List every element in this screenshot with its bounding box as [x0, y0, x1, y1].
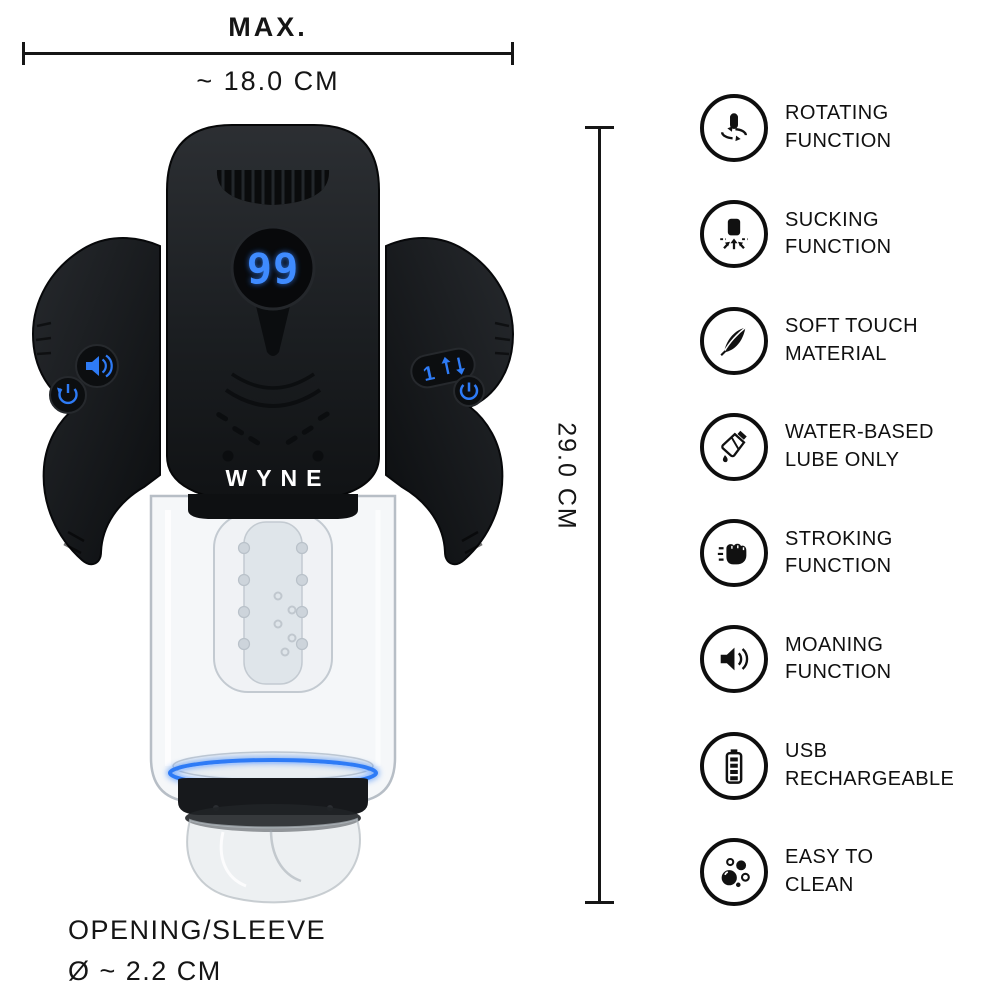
height-value: 29.0 CM: [552, 422, 581, 531]
feature-label-line: FUNCTION: [785, 555, 892, 578]
rotate-button-icon: [57, 384, 78, 405]
feature-label: MOANING FUNCTION: [785, 632, 892, 687]
feature-item-usb: USB RECHARGEABLE: [700, 731, 986, 800]
feature-label-line: MOANING: [785, 633, 884, 656]
feature-label-line: USB: [785, 740, 828, 763]
bubbles-icon: [700, 837, 768, 906]
feature-label-line: MATERIAL: [785, 342, 887, 365]
speaker-icon: [700, 625, 768, 694]
feature-item-sucking: SUCKING FUNCTION: [700, 200, 986, 269]
fist-icon: [700, 519, 768, 588]
rotating-icon: [700, 94, 768, 162]
power-icon: [459, 382, 479, 400]
feature-label-line: WATER-BASED: [785, 421, 934, 444]
width-dimension-line: [22, 42, 514, 65]
feature-label-line: LUBE ONLY: [785, 448, 900, 471]
feature-item-stroking: STROKING FUNCTION: [700, 519, 986, 588]
height-dimension-tick-top: [585, 126, 614, 129]
feature-item-moaning: MOANING FUNCTION: [700, 625, 986, 694]
feature-item-lube: WATER-BASED LUBE ONLY: [700, 412, 986, 481]
feature-label: USB RECHARGEABLE: [785, 738, 954, 793]
width-value: ~ 18.0 CM: [196, 66, 340, 96]
feature-label-line: SOFT TOUCH: [785, 314, 918, 337]
feature-label: SOFT TOUCH MATERIAL: [785, 313, 918, 368]
lube-tube-icon: [700, 412, 768, 481]
sleeve-texture-bumps: [237, 541, 309, 651]
feature-item-soft-touch: SOFT TOUCH MATERIAL: [700, 306, 986, 375]
feature-label: ROTATING FUNCTION: [785, 100, 892, 155]
sound-button[interactable]: [75, 344, 119, 388]
feature-label-line: STROKING: [785, 527, 893, 550]
feature-label: EASY TO CLEAN: [785, 844, 873, 899]
feature-label: STROKING FUNCTION: [785, 526, 893, 581]
max-label: MAX.: [228, 12, 308, 42]
led-display: 99 99: [230, 225, 316, 356]
opening-label: OPENING/SLEEVE Ø ~ 2.2 CM: [68, 910, 326, 991]
speed-arrows-icon: [441, 356, 465, 375]
feature-label-line: CLEAN: [785, 873, 854, 896]
led-value-glow: 99: [247, 244, 300, 293]
feature-label-line: FUNCTION: [785, 236, 892, 259]
rotate-button[interactable]: [49, 376, 87, 414]
battery-icon: [700, 731, 768, 800]
feature-label-line: RECHARGEABLE: [785, 767, 955, 790]
width-dimension: MAX. ~ 18.0 CM: [22, 12, 514, 97]
product-render: 99 99 WYNE 1: [32, 124, 514, 904]
left-wing: [32, 237, 161, 566]
feature-label: SUCKING FUNCTION: [785, 207, 892, 262]
body-texture-dashes: [216, 411, 330, 446]
sleeve-opening: [185, 804, 361, 904]
height-dimension-line: [598, 128, 601, 903]
feature-label-line: SUCKING: [785, 208, 879, 231]
sound-button-icon: [86, 354, 113, 378]
base-ring: [178, 778, 368, 815]
opening-line2: Ø ~ 2.2 CM: [68, 955, 222, 986]
feather-icon: [700, 306, 768, 375]
sleeve-cylinder: [149, 494, 397, 804]
sleeve-texture-dots: [273, 591, 297, 657]
speed-button-label: 1: [421, 362, 436, 386]
speed-button[interactable]: 1: [408, 346, 477, 391]
led-value: 99: [247, 244, 300, 293]
feature-item-rotating: ROTATING FUNCTION: [700, 94, 986, 162]
power-button[interactable]: [453, 375, 485, 407]
feature-item-clean: EASY TO CLEAN: [700, 837, 986, 906]
opening-line1: OPENING/SLEEVE: [68, 915, 327, 945]
right-wing: [385, 237, 514, 566]
feature-label: WATER-BASED LUBE ONLY: [785, 419, 934, 474]
feature-label-line: FUNCTION: [785, 661, 892, 684]
feature-label-line: EASY TO: [785, 846, 874, 869]
feature-label-line: FUNCTION: [785, 130, 892, 152]
feature-label-line: ROTATING: [785, 102, 889, 125]
brand-text: WYNE: [226, 465, 331, 491]
feature-list: ROTATING FUNCTION SUCKING FUNCT: [700, 94, 986, 906]
sucking-icon: [700, 200, 768, 269]
height-dimension-tick-bottom: [585, 901, 614, 904]
